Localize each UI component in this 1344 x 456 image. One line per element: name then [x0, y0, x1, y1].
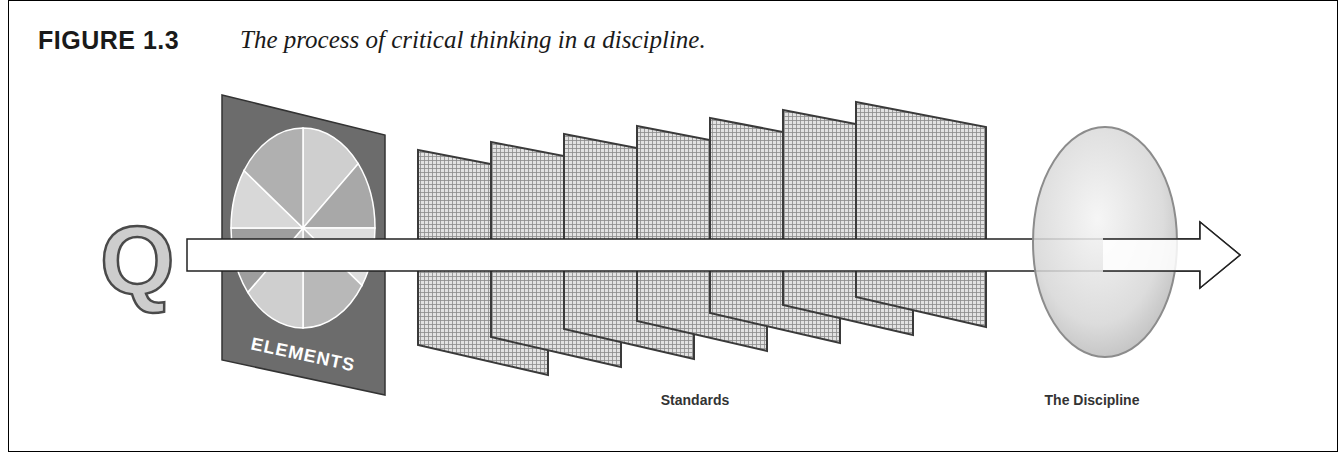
- figure-title: FIGURE 1.3: [38, 26, 179, 55]
- figure-caption: The process of critical thinking in a di…: [240, 26, 706, 54]
- discipline-lens: The Discipline: [1030, 125, 1180, 415]
- arrow-through-lens: [1103, 222, 1240, 288]
- group-label: Standards: [661, 392, 729, 408]
- elements-panel: ELEMENTS: [222, 95, 385, 395]
- group-label: The Discipline: [1045, 392, 1140, 408]
- question-letter: Q: [100, 213, 175, 309]
- standard-screen: [856, 102, 986, 327]
- figure-frame: [9, 1, 1338, 452]
- wheel-slice: [244, 128, 303, 228]
- arrow-head-outline: [1103, 222, 1240, 288]
- elements-wheel: [231, 128, 375, 328]
- standards-panels: Standards: [418, 95, 986, 415]
- wheel-slice: [303, 164, 375, 228]
- panel-label: ELEMENTS: [249, 334, 357, 377]
